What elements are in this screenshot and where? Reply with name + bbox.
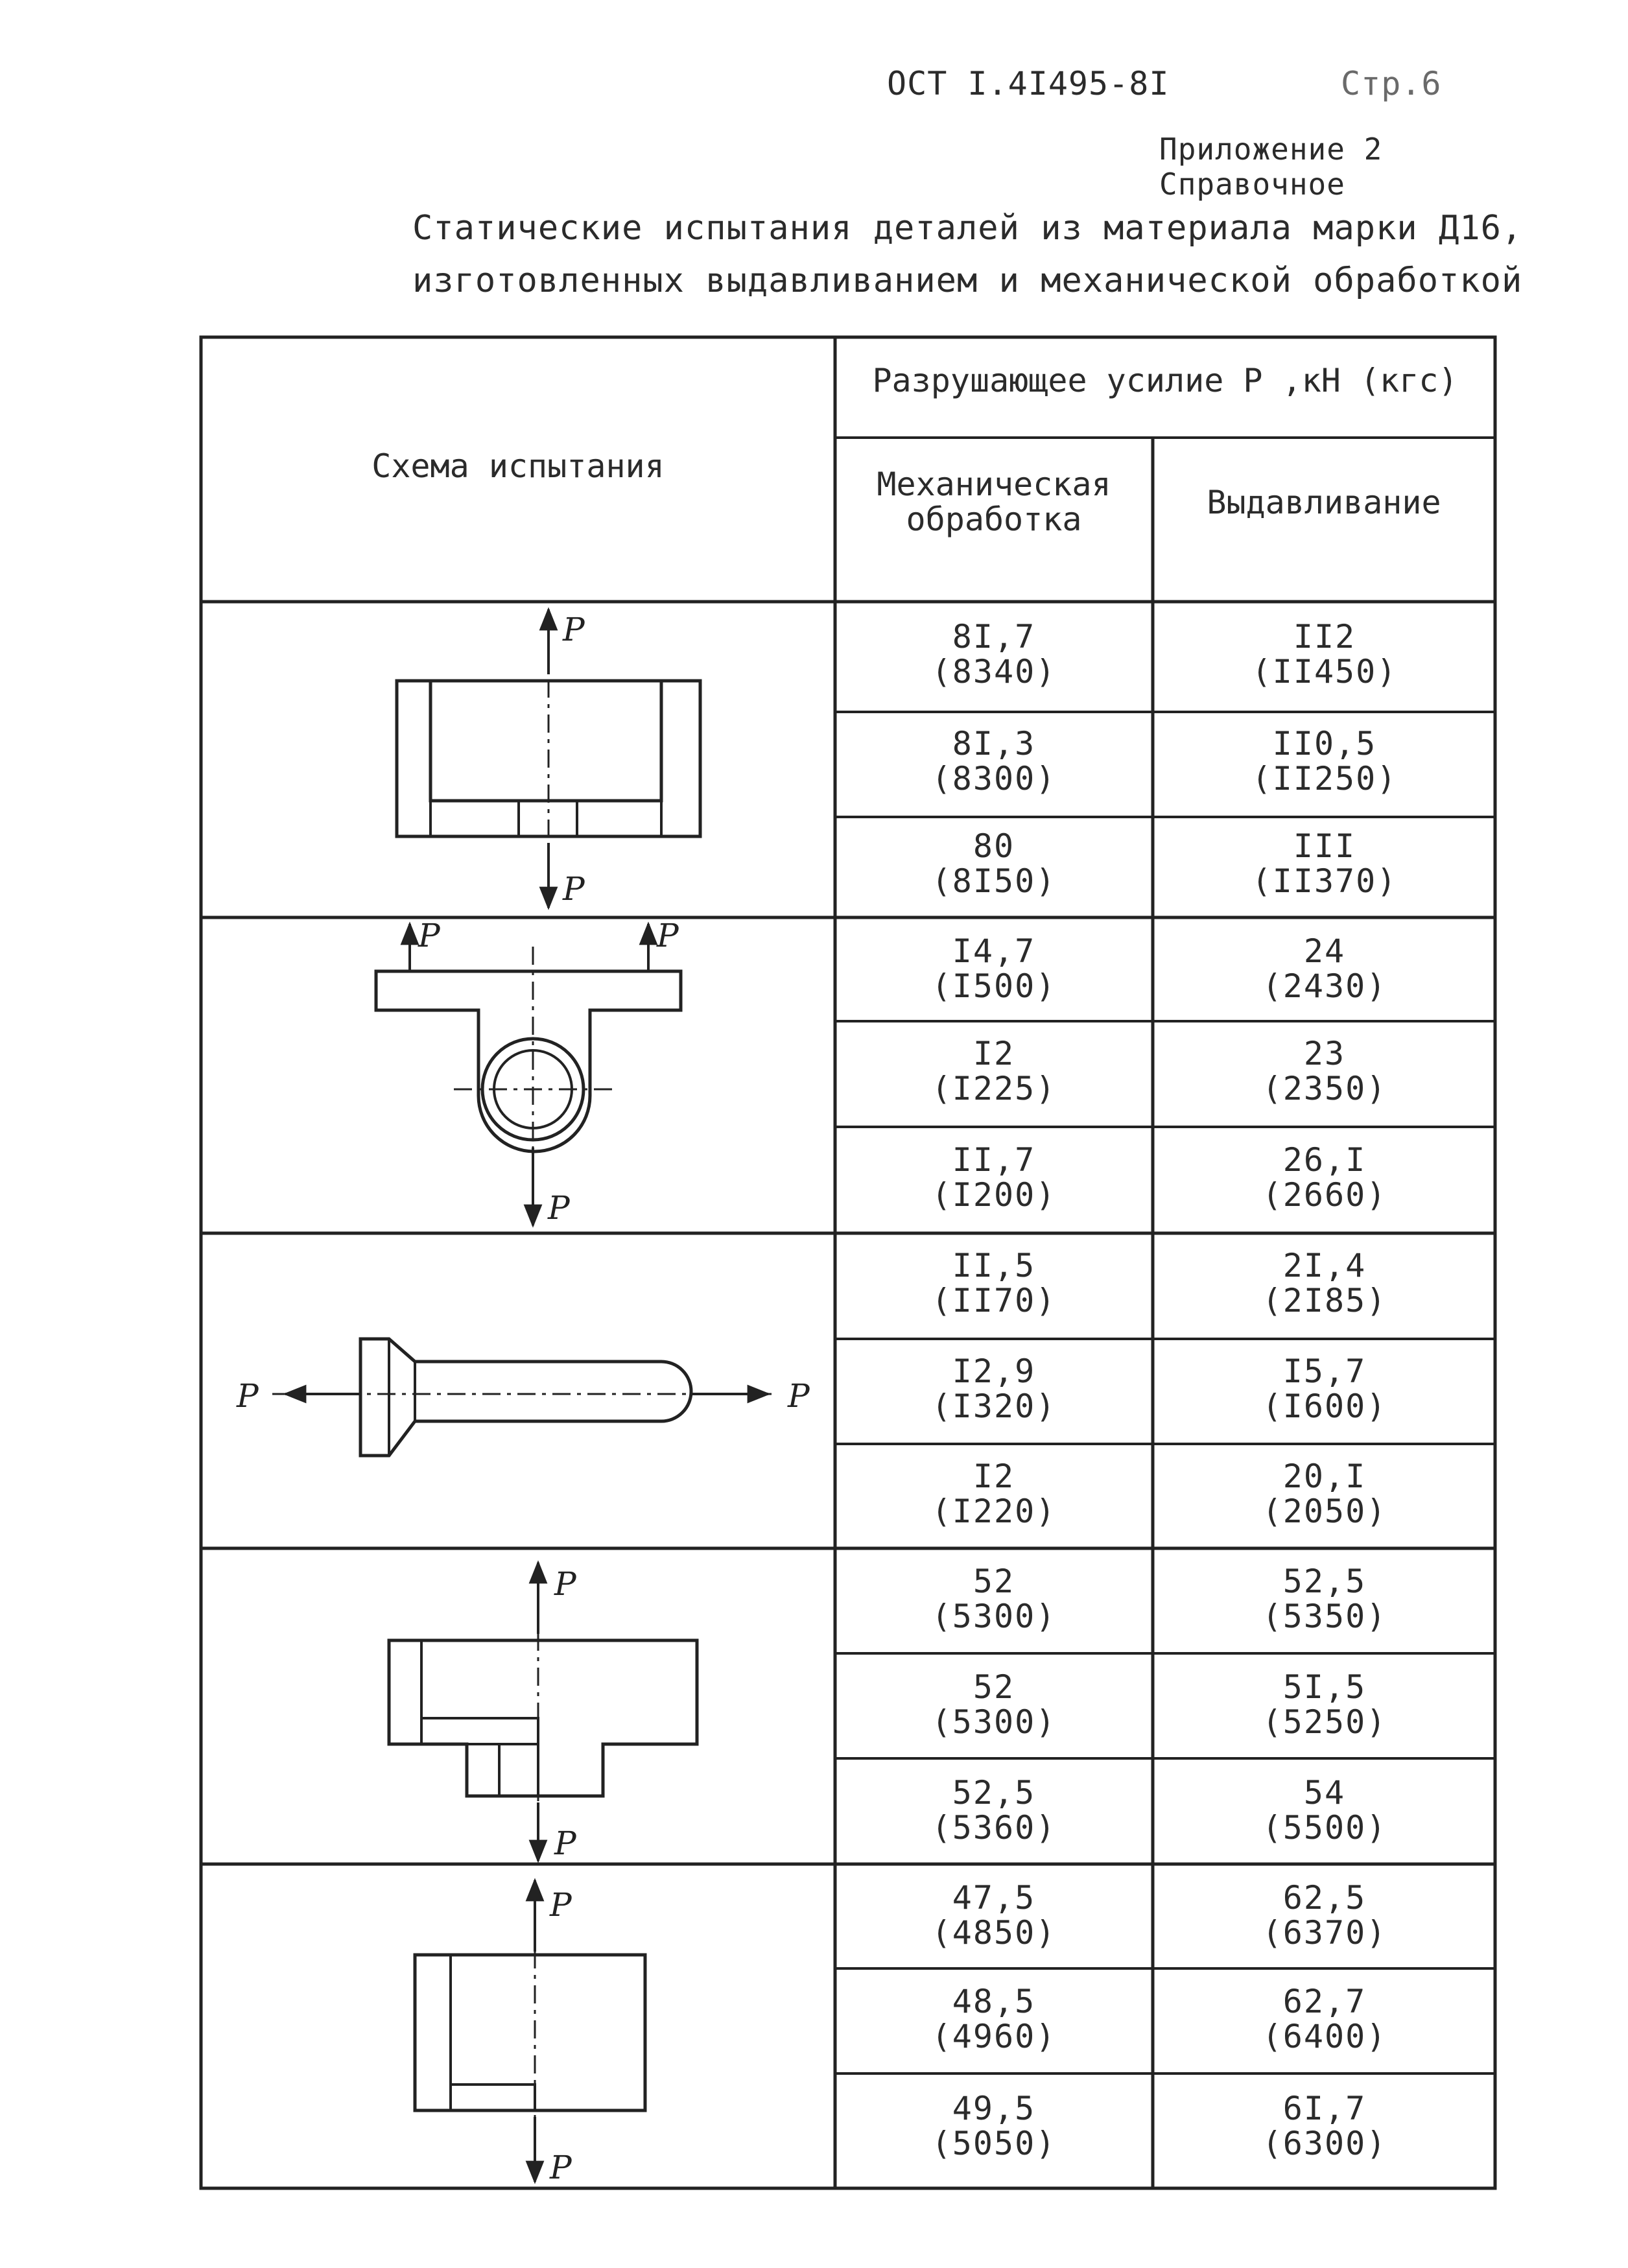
row-lines [835,711,1495,2075]
test-diagram-stepped: P P [387,1560,699,1863]
force-label: P [549,2149,572,2186]
page-number: Стр.6 [1341,65,1442,102]
cell-mech: 52(5300) [931,1563,1057,1635]
group-lines [201,915,1495,1866]
cell-extr: III(II370) [1251,827,1398,900]
col-header-mechanical: Механическая обработка [835,467,1153,537]
test-diagram-bracket: P P P [374,917,683,1228]
test-diagram-l-profile: P P [413,1878,647,2186]
cell-extr: 52,5(5350) [1262,1563,1387,1635]
cell-mech: I2(I225) [931,1035,1057,1107]
cell-extr: 5I,5(5250) [1262,1668,1387,1741]
test-diagram-cup: P P [395,607,702,910]
cell-extr: II0,5(II250) [1251,725,1398,797]
cell-extr: 2I,4(2I85) [1262,1247,1387,1319]
table-frame [199,335,1497,2190]
document-code: ОСТ I.4I495-8I [887,65,1170,102]
col-header-force: Разрушающее усилие P ,кН (кгс) [872,362,1458,399]
force-label: P [787,1377,810,1415]
force-label: P [236,1377,259,1415]
cell-mech: I2,9(I320) [931,1353,1057,1425]
force-label: P [418,917,441,954]
cell-extr: 20,I(2050) [1262,1458,1387,1530]
cell-mech: 47,5(4850) [931,1879,1057,1952]
cell-extr: 62,5(6370) [1262,1879,1387,1952]
cell-mech: 8I,7(8340) [931,618,1057,691]
force-label: P [554,1565,577,1603]
document-title-line-2: изготовленных выдавливанием и механическ… [412,261,1523,300]
cell-mech: II,7(I200) [931,1141,1057,1214]
test-diagram-pin: P P [236,1337,810,1458]
cell-extr: 62,7(6400) [1262,1983,1387,2055]
cell-extr: II2(II450) [1251,618,1398,691]
force-label: P [562,870,585,908]
appendix-label: Приложение 2 [1159,132,1383,167]
col-header-extrusion: Выдавливание [1207,484,1441,521]
document-title-line-1: Статические испытания деталей из материа… [412,209,1523,248]
force-label: P [656,917,679,954]
force-label: P [554,1825,577,1862]
force-label: P [549,1886,572,1924]
force-label: P [562,611,585,648]
cell-extr: 26,I(2660) [1262,1141,1387,1214]
cell-extr: I5,7(I600) [1262,1353,1387,1425]
col-header-mechanical-line1: Механическая [877,466,1111,503]
cell-extr: 6I,7(6300) [1262,2090,1387,2162]
cell-mech: II,5(II70) [931,1247,1057,1319]
cell-mech: 8I,3(8300) [931,725,1057,797]
cell-extr: 24(2430) [1262,932,1387,1005]
cell-extr: 54(5500) [1262,1774,1387,1847]
cell-mech: 49,5(5050) [931,2090,1057,2162]
cell-mech: I4,7(I500) [931,932,1057,1005]
cell-mech: 52(5300) [931,1668,1057,1741]
cell-mech: 80(8I50) [931,827,1057,900]
appendix-type: Справочное [1159,167,1345,202]
col-header-mechanical-line2: обработка [906,501,1082,538]
cell-mech: I2(I220) [931,1458,1057,1530]
force-label: P [547,1189,571,1227]
cell-mech: 48,5(4960) [931,1983,1057,2055]
col-header-scheme: Схема испытания [372,447,665,485]
cell-mech: 52,5(5360) [931,1774,1057,1847]
cell-extr: 23(2350) [1262,1035,1387,1107]
